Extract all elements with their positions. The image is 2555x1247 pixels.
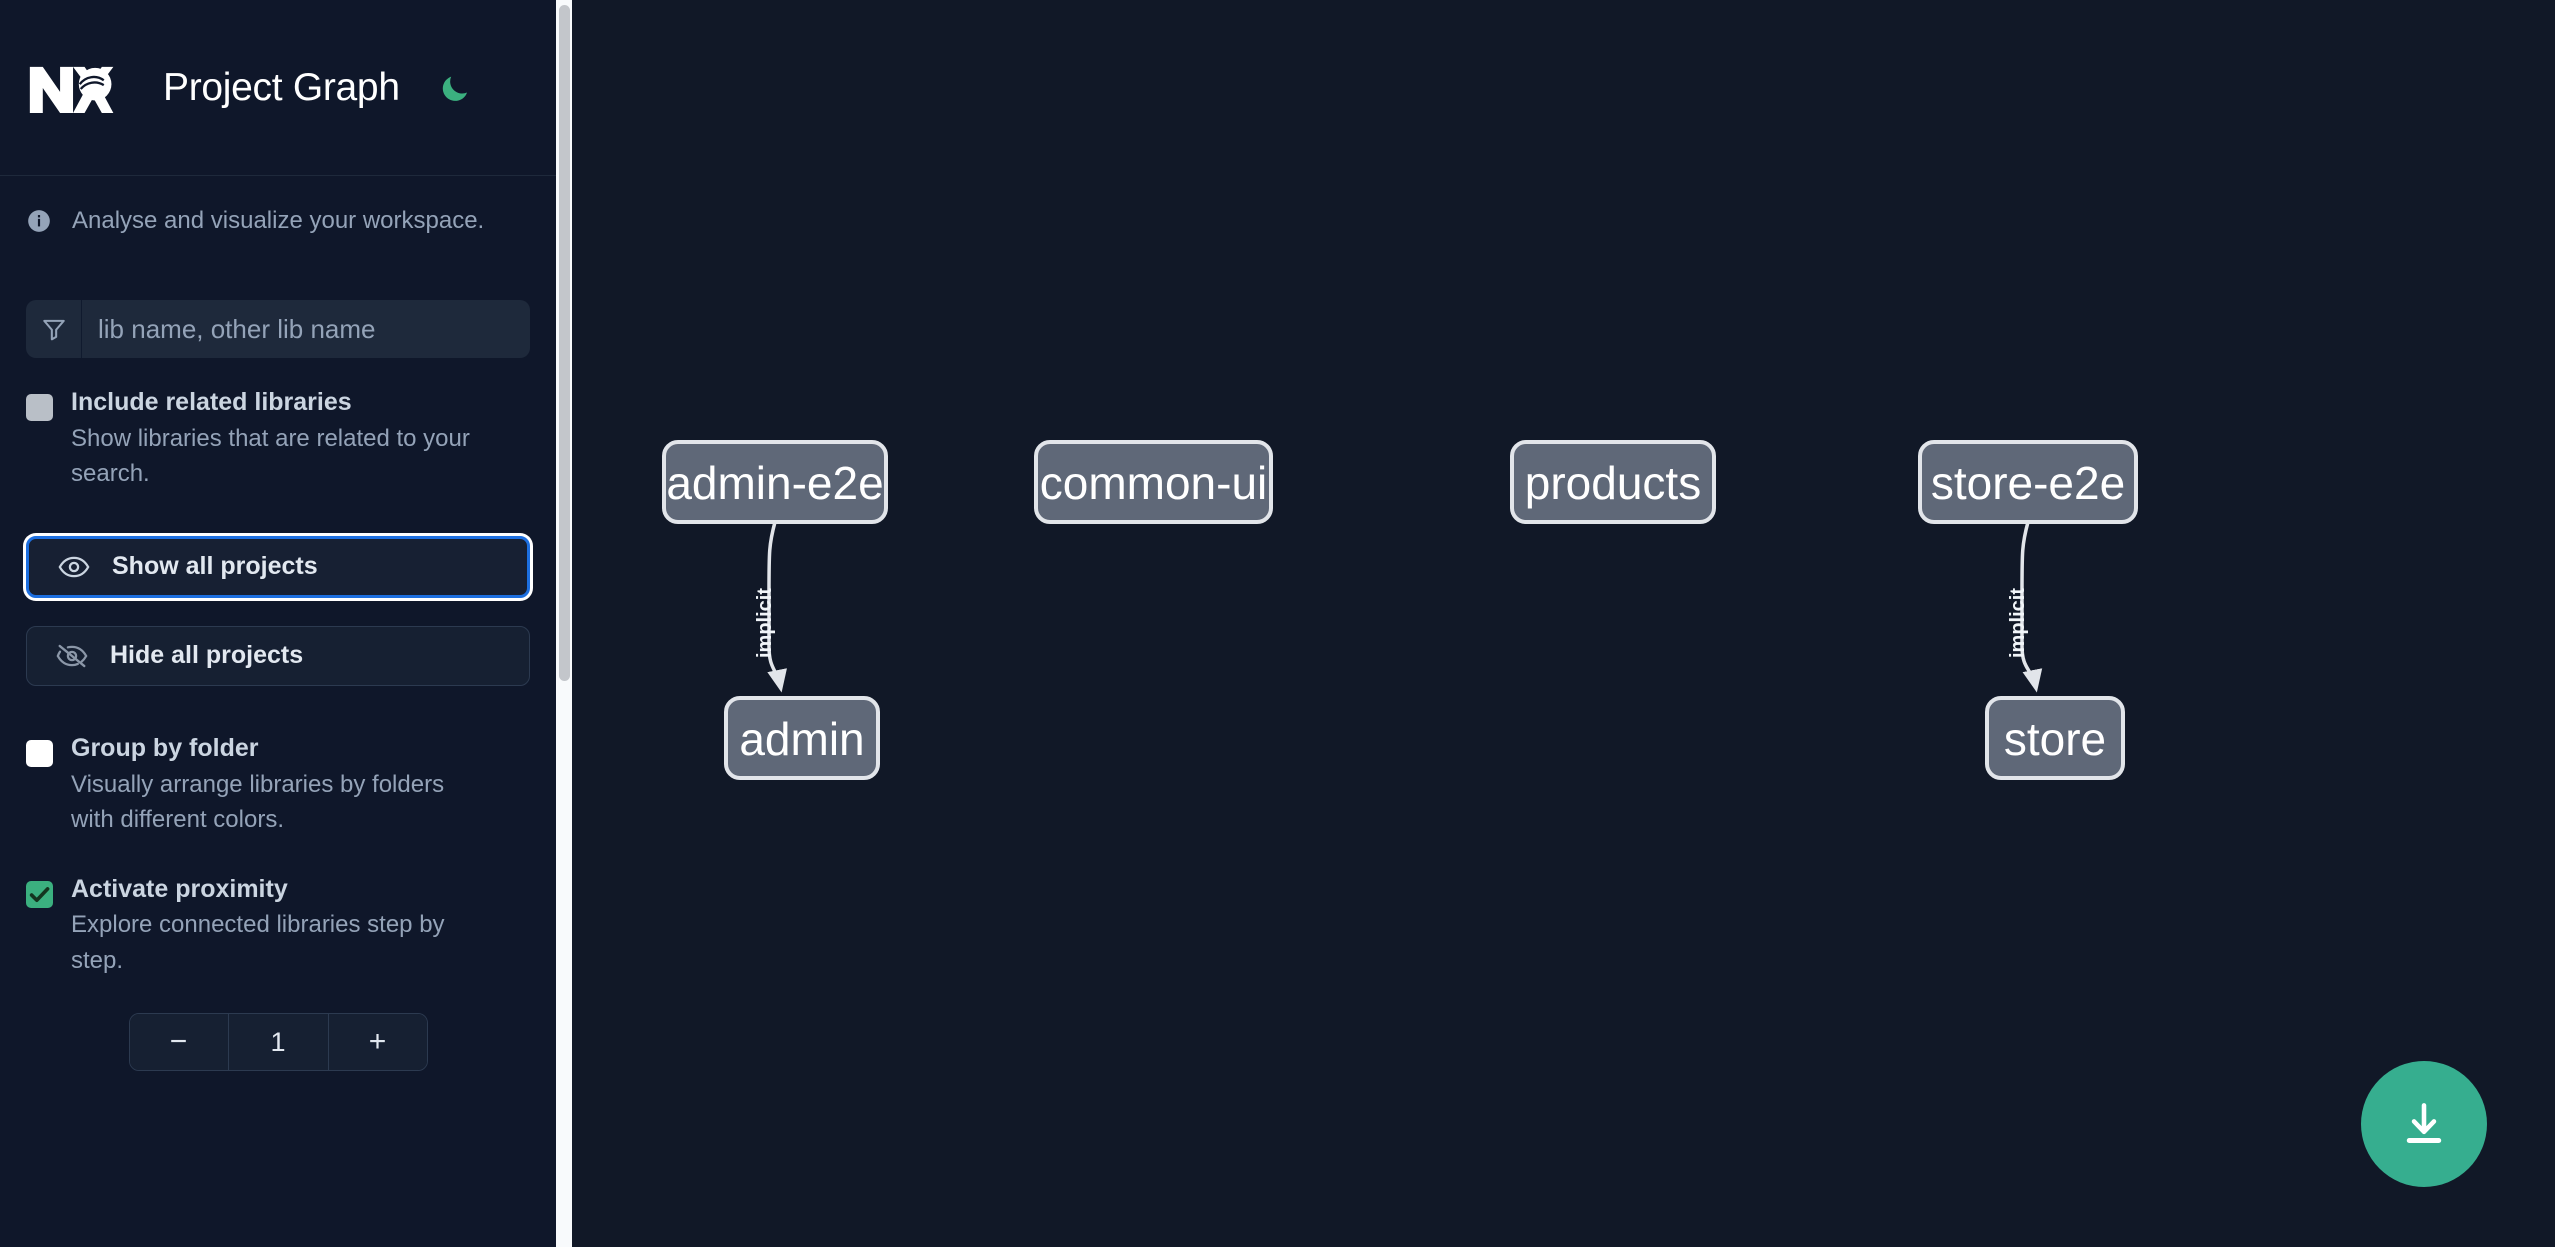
graph-edge-label: implicit: [754, 588, 776, 658]
graph-edge: [2020, 521, 2043, 693]
graph-node-label: common-ui: [1040, 457, 1268, 509]
workspace-info-text: Analyse and visualize your workspace.: [72, 207, 485, 234]
project-graph-canvas[interactable]: implicit implicit admin-e2e common-ui produ…: [572, 0, 2555, 1247]
show-all-projects-button[interactable]: Show all projects: [26, 535, 530, 598]
sidebar: Project Graph Analyse and visualize your…: [0, 0, 556, 1247]
option-activate-proximity[interactable]: Activate proximity Explore connected lib…: [26, 875, 530, 979]
checkmark-icon: [29, 886, 50, 902]
group-by-folder-label: Group by folder: [71, 733, 259, 762]
proximity-stepper-container: − 1 +: [26, 1013, 530, 1072]
include-related-libraries-description: Show libraries that are related to your …: [71, 424, 470, 488]
moon-icon[interactable]: [438, 71, 472, 105]
graph-node-rect: [1034, 440, 1273, 524]
include-related-libraries-checkbox[interactable]: [26, 394, 53, 421]
graph-node[interactable]: admin: [724, 696, 880, 780]
nx-logo-icon: [29, 66, 114, 113]
eye-icon: [58, 556, 90, 578]
option-include-related-libraries[interactable]: Include related libraries Show libraries…: [26, 388, 530, 492]
workspace-info: Analyse and visualize your workspace.: [26, 176, 530, 266]
graph-node-rect: [1918, 440, 2138, 524]
graph-node[interactable]: admin-e2e: [662, 440, 888, 524]
graph-node-rect: [1510, 440, 1716, 524]
sidebar-body: Analyse and visualize your workspace. In…: [0, 176, 556, 1072]
page-title: Project Graph: [163, 65, 400, 109]
activate-proximity-label: Activate proximity: [71, 874, 288, 903]
quantity-stepper[interactable]: − 1 +: [128, 1013, 428, 1072]
activate-proximity-checkbox[interactable]: [26, 880, 53, 908]
activate-proximity-description: Explore connected libraries step by step…: [71, 911, 445, 974]
include-related-libraries-label: Include related libraries: [71, 388, 352, 416]
hide-all-projects-label: Hide all projects: [110, 641, 304, 670]
sidebar-header: Project Graph: [0, 0, 556, 176]
graph-node-rect: [724, 696, 880, 780]
graph-svg: implicit implicit admin-e2e common-ui produ…: [662, 440, 2138, 780]
graph-node[interactable]: common-ui: [1034, 440, 1273, 524]
sidebar-scrollbar-track[interactable]: [556, 0, 572, 1247]
increment-button[interactable]: +: [328, 1014, 427, 1071]
option-group-by-folder[interactable]: Group by folder Visually arrange librari…: [26, 734, 530, 838]
graph-node[interactable]: products: [1510, 440, 1716, 524]
graph-node-label: store-e2e: [1931, 457, 2125, 509]
graph-edges: implicit implicit: [754, 521, 2043, 693]
graph-nodes: admin-e2e common-ui products store-e2e admin…: [662, 440, 2138, 780]
graph-node[interactable]: store: [1985, 696, 2125, 780]
funnel-icon-container: [26, 300, 82, 358]
filter-field[interactable]: [26, 300, 530, 358]
graph-node[interactable]: store-e2e: [1918, 440, 2138, 524]
download-icon: [2406, 1103, 2442, 1143]
graph-node-rect: [1985, 696, 2125, 780]
graph-node-label: store: [2004, 713, 2106, 765]
hide-all-projects-button[interactable]: Hide all projects: [26, 625, 530, 686]
graph-node-label: admin: [739, 713, 864, 765]
show-all-projects-label: Show all projects: [112, 552, 318, 581]
graph-node-rect: [662, 440, 888, 524]
funnel-icon: [42, 319, 65, 341]
graph-edge: [767, 521, 787, 693]
download-button[interactable]: [2361, 1061, 2487, 1187]
graph-edge-label: implicit: [2007, 588, 2029, 658]
group-by-folder-checkbox[interactable]: [26, 739, 53, 767]
graph-node-label: admin-e2e: [666, 457, 883, 509]
eye-slash-icon: [56, 644, 88, 667]
decrement-button[interactable]: −: [129, 1014, 228, 1071]
search-input[interactable]: [82, 300, 530, 358]
graph-node-label: products: [1525, 457, 1701, 509]
stepper-value: 1: [227, 1014, 329, 1071]
sidebar-scrollbar-thumb[interactable]: [559, 5, 570, 681]
info-circle-icon: [28, 210, 50, 232]
group-by-folder-description: Visually arrange libraries by folders wi…: [71, 770, 445, 834]
